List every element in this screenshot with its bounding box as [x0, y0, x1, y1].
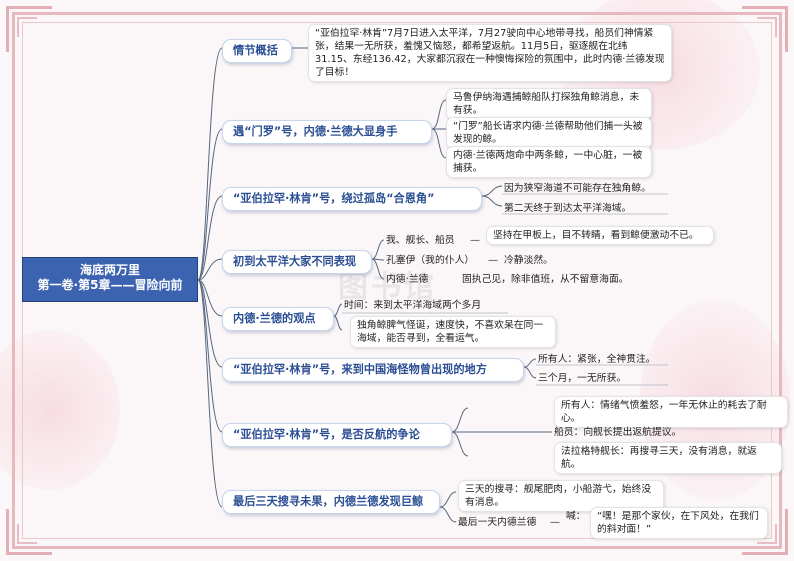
link-b4-sub3	[371, 258, 385, 280]
sub-ned: 内德·兰德	[386, 274, 429, 285]
corner-ornament	[6, 509, 52, 555]
leaf-cape-horn-2: 第二天终于到达太平洋海域。	[504, 203, 632, 214]
sub-conseil: 孔塞伊（我的仆人）	[386, 255, 475, 266]
sub-last-day: 最后一天内德兰德	[458, 517, 537, 528]
watermark: 图书馆	[338, 270, 437, 305]
root-title: 海底两万里	[79, 263, 140, 277]
branch-return-debate: “亚伯拉罕·林肯”号，是否反航的争论	[222, 423, 452, 447]
link-b1	[197, 47, 223, 281]
link-b3-leaf2	[481, 195, 503, 207]
link-b4-sub1	[371, 239, 385, 260]
blossom-decoration	[0, 330, 120, 490]
sub-ned-text: 固执己见，除非值班，从不留意海面。	[462, 274, 629, 285]
link-b8	[197, 279, 223, 508]
leaf-monroe-3: 内德·兰德两炮命中两条鲸，一中心脏，一被捕获。	[446, 146, 652, 178]
link-b2	[197, 128, 223, 281]
leaf-ned-view-2: 独角鲸脾气怪诞，速度快，不喜欢呆在同一海域，能否寻到，全看运气。	[350, 316, 556, 348]
link-b7-leaf1	[451, 407, 469, 433]
root-topic: 海底两万里 第一卷·第5章——冒险向前	[22, 257, 198, 302]
leaf-china-sea-1: 所有人：紧张，全神贯注。	[538, 354, 656, 365]
corner-ornament	[742, 6, 788, 52]
sub-crew: 我、舰长、船员	[386, 235, 455, 246]
leaf-cape-horn-1: 因为狭窄海道不可能存在独角鲸。	[504, 183, 651, 194]
link-b6-leaf1	[523, 358, 537, 368]
link-b6	[197, 279, 223, 368]
sub-last-day-prefix: 喊：	[566, 511, 586, 522]
branch-china-sea: “亚伯拉罕·林肯”号，来到中国海怪物曾出现的地方	[222, 358, 524, 382]
leaf-return-2: 船员：向舰长提出返航提议。	[554, 427, 682, 438]
branch-reactions: 初到太平洋大家不同表现	[222, 250, 372, 274]
leaf-return-1: 所有人：情绪气愤羞怒，一年无休止的耗去了耐心。	[554, 396, 788, 428]
branch-whale-found: 最后三天搜寻未果，内德兰德发现巨鲸	[222, 490, 440, 514]
link-b5-leaf2	[333, 315, 343, 331]
sub-crew-text: 坚持在甲板上，目不转睛，看到鲸便激动不已。	[486, 226, 714, 245]
leaf-return-3: 法拉格特舰长：再搜寻三天，没有消息，就返航。	[554, 442, 782, 474]
root-subtitle: 第一卷·第5章——冒险向前	[37, 278, 183, 292]
sub-last-day-text: “嘿！是那个家伙，在下风处，在我们的斜对面！”	[590, 507, 768, 539]
branch-plot-summary: 情节概括	[222, 39, 292, 63]
leaf-whale-1: 三天的搜寻：舰尾肥肉，小船游弋，始终没有消息。	[458, 480, 664, 512]
sub-crew-dash: —	[470, 235, 480, 246]
link-b2-leaf1	[431, 99, 447, 130]
leaf-plot-summary: “亚伯拉罕·林肯”7月7日进入太平洋，7月27驶向中心地带寻找，船员们神情紧张，…	[308, 24, 672, 82]
link-b7	[197, 279, 223, 433]
link-b7-leaf3	[451, 431, 469, 457]
branch-cape-horn: “亚伯拉罕·林肯”号，绕过孤岛“合恩角”	[222, 187, 482, 211]
branch-monroe: 遇“门罗”号，内德·兰德大显身手	[222, 120, 432, 144]
link-b6-leaf2	[523, 366, 537, 379]
sub-conseil-dash: —	[488, 255, 498, 266]
sub-last-day-dash: —	[550, 517, 560, 528]
link-b2-leaf3	[431, 128, 447, 159]
leaf-ned-view-1: 时间：来到太平洋海域两个多月	[344, 300, 482, 311]
corner-ornament	[6, 6, 52, 52]
sub-conseil-text: 冷静淡然。	[504, 255, 553, 266]
branch-ned-view: 内德·兰德的观点	[222, 307, 334, 331]
border-frame	[12, 12, 782, 549]
link-b8-leaf1	[439, 491, 457, 508]
link-b5-leaf1	[333, 303, 343, 317]
link-b3	[197, 195, 223, 281]
corner-ornament	[742, 509, 788, 555]
link-b4	[197, 258, 223, 281]
leaf-monroe-2: “门罗”船长请求内德·兰德帮助他们捕一头被发现的鲸。	[446, 117, 652, 149]
leaf-monroe-1: 马鲁伊纳海遇捕鲸船队打探独角鲸消息，未有获。	[446, 88, 652, 120]
link-b3-leaf1	[481, 185, 503, 197]
link-b8-leaf2	[439, 506, 457, 523]
leaf-china-sea-2: 三个月，一无所获。	[538, 373, 627, 384]
